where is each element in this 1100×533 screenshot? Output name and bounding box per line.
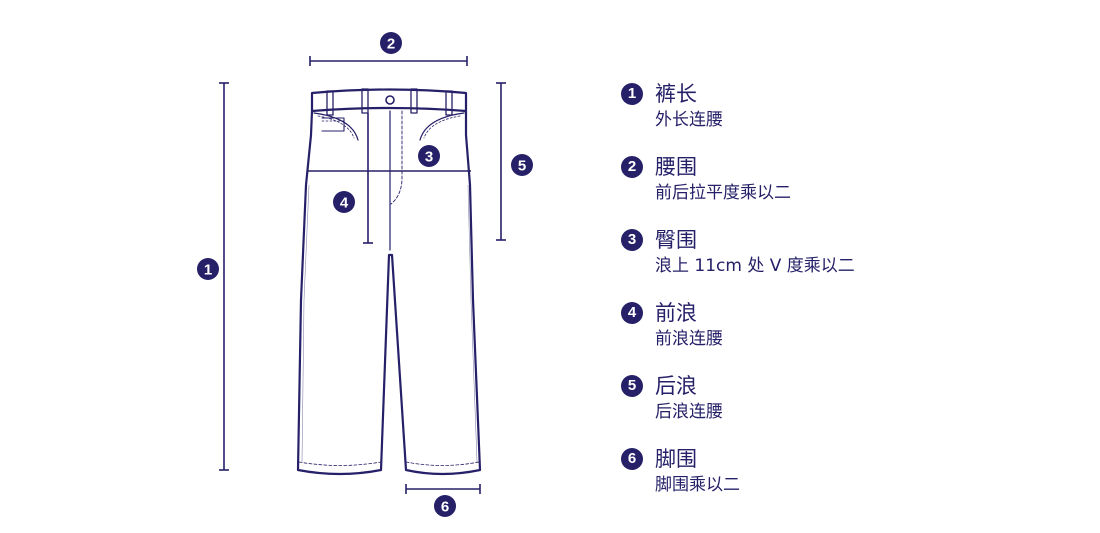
legend-title: 脚围 (655, 447, 697, 471)
jeans-silhouette (296, 109, 482, 476)
legend-number-badge: 4 (621, 302, 643, 324)
legend-item-waist: 2 腰围 前后拉平度乘以二 (621, 152, 1041, 225)
belt-loop (410, 88, 418, 114)
measurement-legend: 1 裤长 外长连腰 2 腰围 前后拉平度乘以二 3 臀围 浪上 11cm 处 V… (621, 79, 1041, 517)
front-pocket-right (419, 112, 465, 141)
legend-item-leg-opening: 6 脚围 脚围乘以二 (621, 444, 1041, 517)
side-seam-right (467, 184, 478, 463)
front-pocket-left (313, 112, 359, 141)
legend-item-length: 1 裤长 外长连腰 (621, 79, 1041, 152)
legend-number-badge: 2 (621, 156, 643, 178)
waist-button (385, 95, 395, 105)
legend-item-back-rise: 5 后浪 后浪连腰 (621, 371, 1041, 444)
measurement-lines (219, 56, 506, 494)
marker-6: 6 (434, 495, 456, 517)
legend-number-badge: 6 (621, 448, 643, 470)
marker-5: 5 (511, 154, 533, 176)
marker-2: 2 (380, 32, 402, 54)
front-pocket-left-stitch (317, 115, 355, 139)
hem-stitch-right (405, 461, 480, 466)
legend-item-hip: 3 臀围 浪上 11cm 处 V 度乘以二 (621, 225, 1041, 298)
front-pocket-right-stitch (423, 115, 461, 139)
jeans-outline-icon (296, 88, 482, 476)
side-seam-left (301, 184, 310, 463)
legend-number-badge: 1 (621, 83, 643, 105)
legend-title: 臀围 (655, 228, 697, 252)
belt-loop (326, 90, 334, 116)
marker-5-label: 5 (518, 158, 526, 175)
legend-description: 前后拉平度乘以二 (655, 183, 791, 203)
marker-3: 3 (418, 145, 440, 167)
marker-3-label: 3 (425, 149, 433, 166)
legend-item-front-rise: 4 前浪 前浪连腰 (621, 298, 1041, 371)
marker-6-label: 6 (441, 499, 449, 516)
belt-loop (445, 90, 453, 116)
legend-description: 外长连腰 (655, 110, 723, 130)
legend-description: 脚围乘以二 (655, 475, 740, 495)
legend-description: 后浪连腰 (655, 402, 723, 422)
legend-description: 浪上 11cm 处 V 度乘以二 (655, 256, 855, 276)
legend-title: 腰围 (655, 155, 697, 179)
legend-number-badge: 3 (621, 229, 643, 251)
hem-stitch-left (298, 461, 382, 466)
legend-title: 后浪 (655, 374, 697, 398)
marker-4: 4 (333, 191, 355, 213)
marker-2-label: 2 (387, 36, 395, 53)
legend-description: 前浪连腰 (655, 329, 723, 349)
marker-4-label: 4 (340, 195, 349, 212)
marker-1-label: 1 (204, 262, 212, 279)
legend-title: 裤长 (655, 82, 697, 106)
waistband (310, 88, 468, 113)
belt-loop (361, 88, 369, 114)
legend-number-badge: 5 (621, 375, 643, 397)
legend-title: 前浪 (655, 301, 697, 325)
fly-stitch (390, 110, 403, 205)
marker-1: 1 (197, 258, 219, 280)
coin-pocket (321, 117, 345, 132)
